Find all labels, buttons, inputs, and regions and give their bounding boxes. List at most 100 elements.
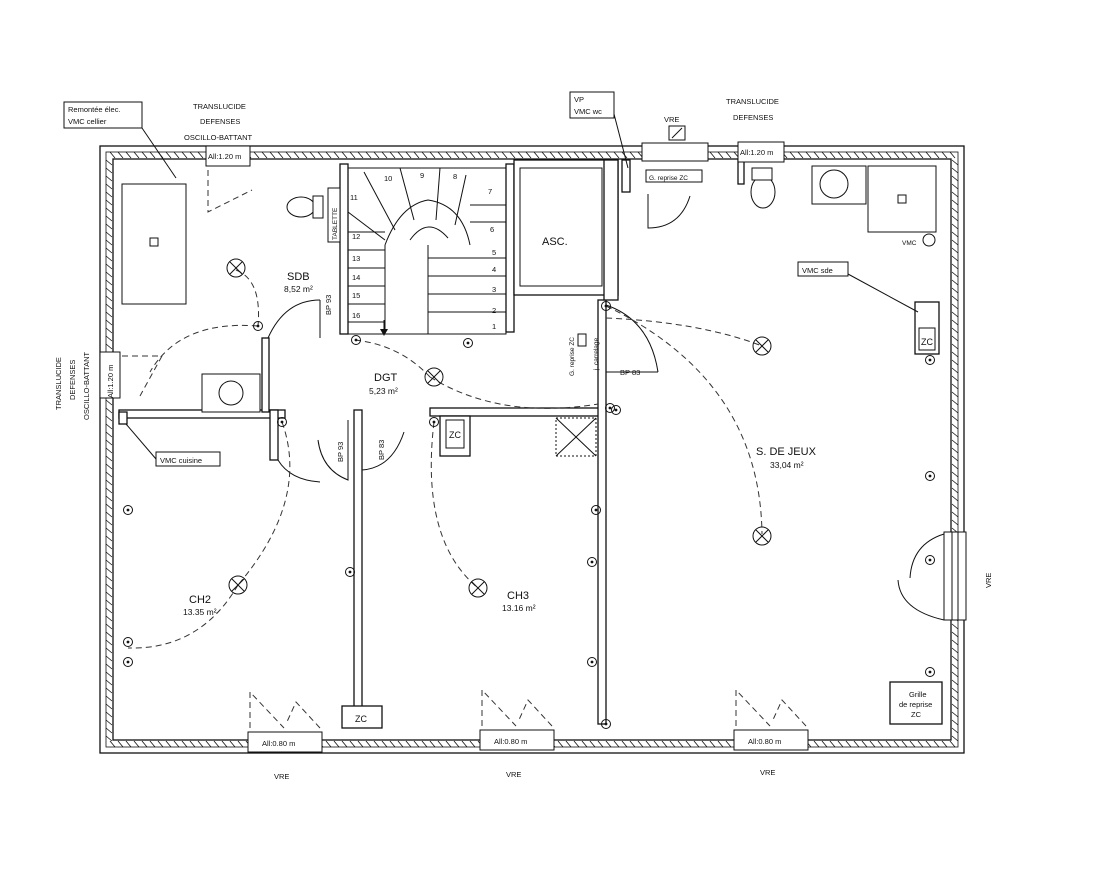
zc-label-right: ZC bbox=[921, 337, 933, 347]
top-right-defenses: DEFENSES bbox=[733, 113, 773, 122]
stair-number-12: 12 bbox=[352, 232, 360, 241]
windows: All:1.20 m All:1.20 m All:1.20 m All:0.8… bbox=[99, 125, 967, 753]
window-bottom-2-dim: All:0.80 m bbox=[494, 737, 527, 746]
socket-icon bbox=[925, 667, 935, 677]
top-right-translucide: TRANSLUCIDE bbox=[726, 97, 779, 106]
stair-number-8: 8 bbox=[453, 172, 457, 181]
callout-vmc-wc: VMC wc bbox=[574, 107, 602, 116]
callouts: Remontée élec. VMC cellier VP VMC wc VMC… bbox=[63, 91, 919, 467]
callout-remontee-1: Remontée élec. bbox=[68, 105, 121, 114]
room-labels: SDB 8,52 m² DGT 5,23 m² ASC. S. DE JEUX … bbox=[183, 236, 817, 617]
stair-number-16: 16 bbox=[352, 311, 360, 320]
window-top-left-dim: All:1.20 m bbox=[208, 152, 241, 161]
callout-vmc-sde: VMC sde bbox=[802, 266, 833, 275]
socket-icon bbox=[253, 321, 263, 331]
bottom-vre-1: VRE bbox=[274, 772, 289, 781]
socket-icon bbox=[463, 338, 473, 348]
stair-number-13: 13 bbox=[352, 254, 360, 263]
stair-number-7: 7 bbox=[488, 187, 492, 196]
socket-icon bbox=[925, 555, 935, 565]
room-jeux-area: 33,04 m² bbox=[770, 460, 804, 470]
bp83-ch3: BP 83 bbox=[377, 440, 386, 460]
window-left-dim: All:1.20 m bbox=[106, 365, 115, 398]
grille-label-1: Grille bbox=[909, 690, 927, 699]
socket-icon bbox=[587, 657, 597, 667]
zc-label-bottom: ZC bbox=[355, 714, 367, 724]
stair-number-15: 15 bbox=[352, 291, 360, 300]
right-vre-label: VRE bbox=[984, 573, 993, 588]
socket-icon bbox=[591, 505, 601, 515]
bp93-ch2: BP 93 bbox=[336, 442, 345, 462]
g-reprise-zc-vertical: G. reprise ZC bbox=[569, 337, 576, 376]
staircase: 1 2 3 4 5 6 7 8 9 10 11 12 13 14 15 16 T… bbox=[327, 167, 507, 336]
bottom-vre-3: VRE bbox=[760, 768, 775, 777]
room-sdb-name: SDB bbox=[287, 271, 310, 283]
socket-icon bbox=[123, 657, 133, 667]
room-sdb-area: 8,52 m² bbox=[284, 284, 313, 294]
socket-icon bbox=[351, 335, 361, 345]
socket-icon bbox=[601, 719, 611, 729]
socket-icon bbox=[587, 557, 597, 567]
socket-icon bbox=[601, 301, 611, 311]
zc-label-center: ZC bbox=[449, 430, 461, 440]
socket-icon bbox=[345, 567, 355, 577]
j-carrelage-vertical: j. carrelage bbox=[593, 337, 600, 371]
top-vre-label: VRE bbox=[664, 115, 679, 124]
socket-icon bbox=[605, 403, 615, 413]
bottom-vre-2: VRE bbox=[506, 770, 521, 779]
callout-vmc-cuisine: VMC cuisine bbox=[160, 456, 202, 465]
stair-number-6: 6 bbox=[490, 225, 494, 234]
ceiling-light-icon bbox=[424, 367, 444, 387]
top-left-translucide: TRANSLUCIDE bbox=[193, 102, 246, 111]
room-dgt-area: 5,23 m² bbox=[369, 386, 398, 396]
stair-number-14: 14 bbox=[352, 273, 360, 282]
room-ch3-name: CH3 bbox=[507, 590, 529, 602]
ceiling-light-icon bbox=[226, 258, 246, 278]
grille-label-2: de reprise bbox=[899, 700, 932, 709]
stair-number-2: 2 bbox=[492, 306, 496, 315]
socket-icon bbox=[277, 417, 287, 427]
window-bottom-1-dim: All:0.80 m bbox=[262, 739, 295, 748]
socket-icon bbox=[429, 417, 439, 427]
fixtures: VMC G. reprise ZC G. reprise ZC j. carre… bbox=[121, 165, 943, 729]
left-oscillo: OSCILLO-BATTANT bbox=[82, 352, 91, 420]
room-asc-name: ASC. bbox=[542, 236, 568, 248]
window-top-right-dim: All:1.20 m bbox=[740, 148, 773, 157]
interior-walls bbox=[118, 159, 745, 725]
ceiling-light-icon bbox=[752, 526, 772, 546]
socket-icon bbox=[611, 405, 621, 415]
room-ch2-name: CH2 bbox=[189, 594, 211, 606]
socket-icon bbox=[925, 355, 935, 365]
stair-number-11: 11 bbox=[350, 193, 358, 202]
ceiling-light-icon bbox=[228, 575, 248, 595]
callout-vp: VP bbox=[574, 95, 584, 104]
room-jeux-name: S. DE JEUX bbox=[756, 446, 817, 458]
bp93-sdb: BP 93 bbox=[324, 295, 333, 315]
vmc-label: VMC bbox=[902, 240, 917, 247]
ceiling-light-icon bbox=[468, 578, 488, 598]
doors bbox=[267, 194, 945, 621]
socket-icon bbox=[123, 505, 133, 515]
stair-number-10: 10 bbox=[384, 174, 392, 183]
stair-number-1: 1 bbox=[492, 322, 496, 331]
window-bottom-3-dim: All:0.80 m bbox=[748, 737, 781, 746]
left-defenses: DEFENSES bbox=[68, 360, 77, 400]
socket-icon bbox=[925, 471, 935, 481]
stair-number-9: 9 bbox=[420, 171, 424, 180]
top-left-oscillo: OSCILLO-BATTANT bbox=[184, 133, 252, 142]
socket-icon bbox=[123, 637, 133, 647]
ceiling-light-icon bbox=[752, 336, 772, 356]
room-ch3-area: 13.16 m² bbox=[502, 603, 536, 613]
left-translucide: TRANSLUCIDE bbox=[54, 357, 63, 410]
electrical bbox=[123, 258, 935, 729]
room-dgt-name: DGT bbox=[374, 372, 398, 384]
external-labels: TRANSLUCIDE DEFENSES OSCILLO-BATTANT VRE… bbox=[54, 97, 993, 781]
top-left-defenses: DEFENSES bbox=[200, 117, 240, 126]
stair-number-5: 5 bbox=[492, 248, 496, 257]
stair-number-4: 4 bbox=[492, 265, 496, 274]
grille-label-3: ZC bbox=[911, 710, 922, 719]
tablette-label: TABLETTE bbox=[332, 207, 339, 240]
room-ch2-area: 13.35 m² bbox=[183, 607, 217, 617]
g-reprise-zc-top: G. reprise ZC bbox=[649, 175, 688, 182]
